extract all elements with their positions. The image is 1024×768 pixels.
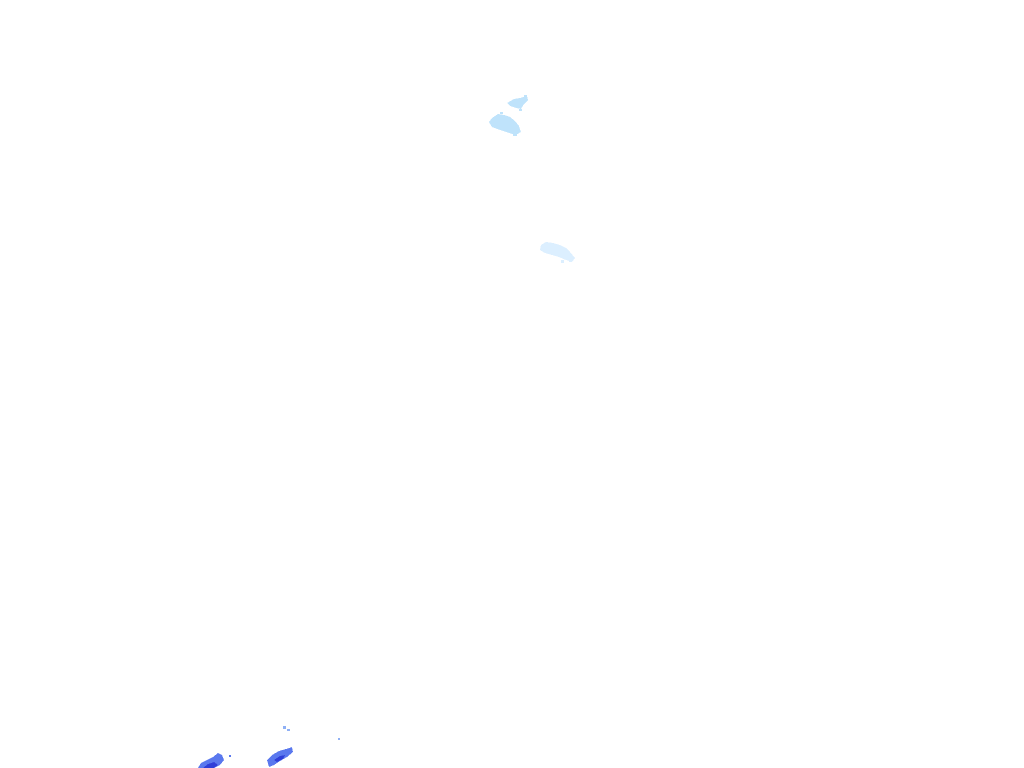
echo-speck	[287, 729, 290, 731]
echo-core	[274, 755, 285, 762]
echo-speck	[519, 109, 522, 111]
echo-shape	[540, 242, 575, 262]
radar-echo-cell-southwest-specks	[283, 726, 340, 740]
radar-echo-cell-north-small	[507, 95, 528, 111]
radar-echo-cell-southwest-a	[198, 753, 231, 768]
echo-shape	[507, 96, 528, 109]
echo-speck	[338, 738, 340, 740]
echo-speck	[561, 260, 564, 263]
radar-echo-cell-central	[540, 242, 575, 263]
echo-speck	[569, 260, 572, 262]
echo-speck	[524, 95, 527, 97]
echo-speck	[229, 755, 231, 757]
echo-core	[203, 762, 218, 768]
echo-speck	[283, 726, 286, 729]
echo-speck	[500, 112, 503, 114]
radar-echo-cell-north-main	[489, 112, 521, 136]
radar-echo-cell-southwest-b	[267, 747, 293, 767]
echo-shape	[198, 753, 224, 768]
echo-shape	[489, 114, 521, 135]
echo-speck	[513, 134, 517, 136]
